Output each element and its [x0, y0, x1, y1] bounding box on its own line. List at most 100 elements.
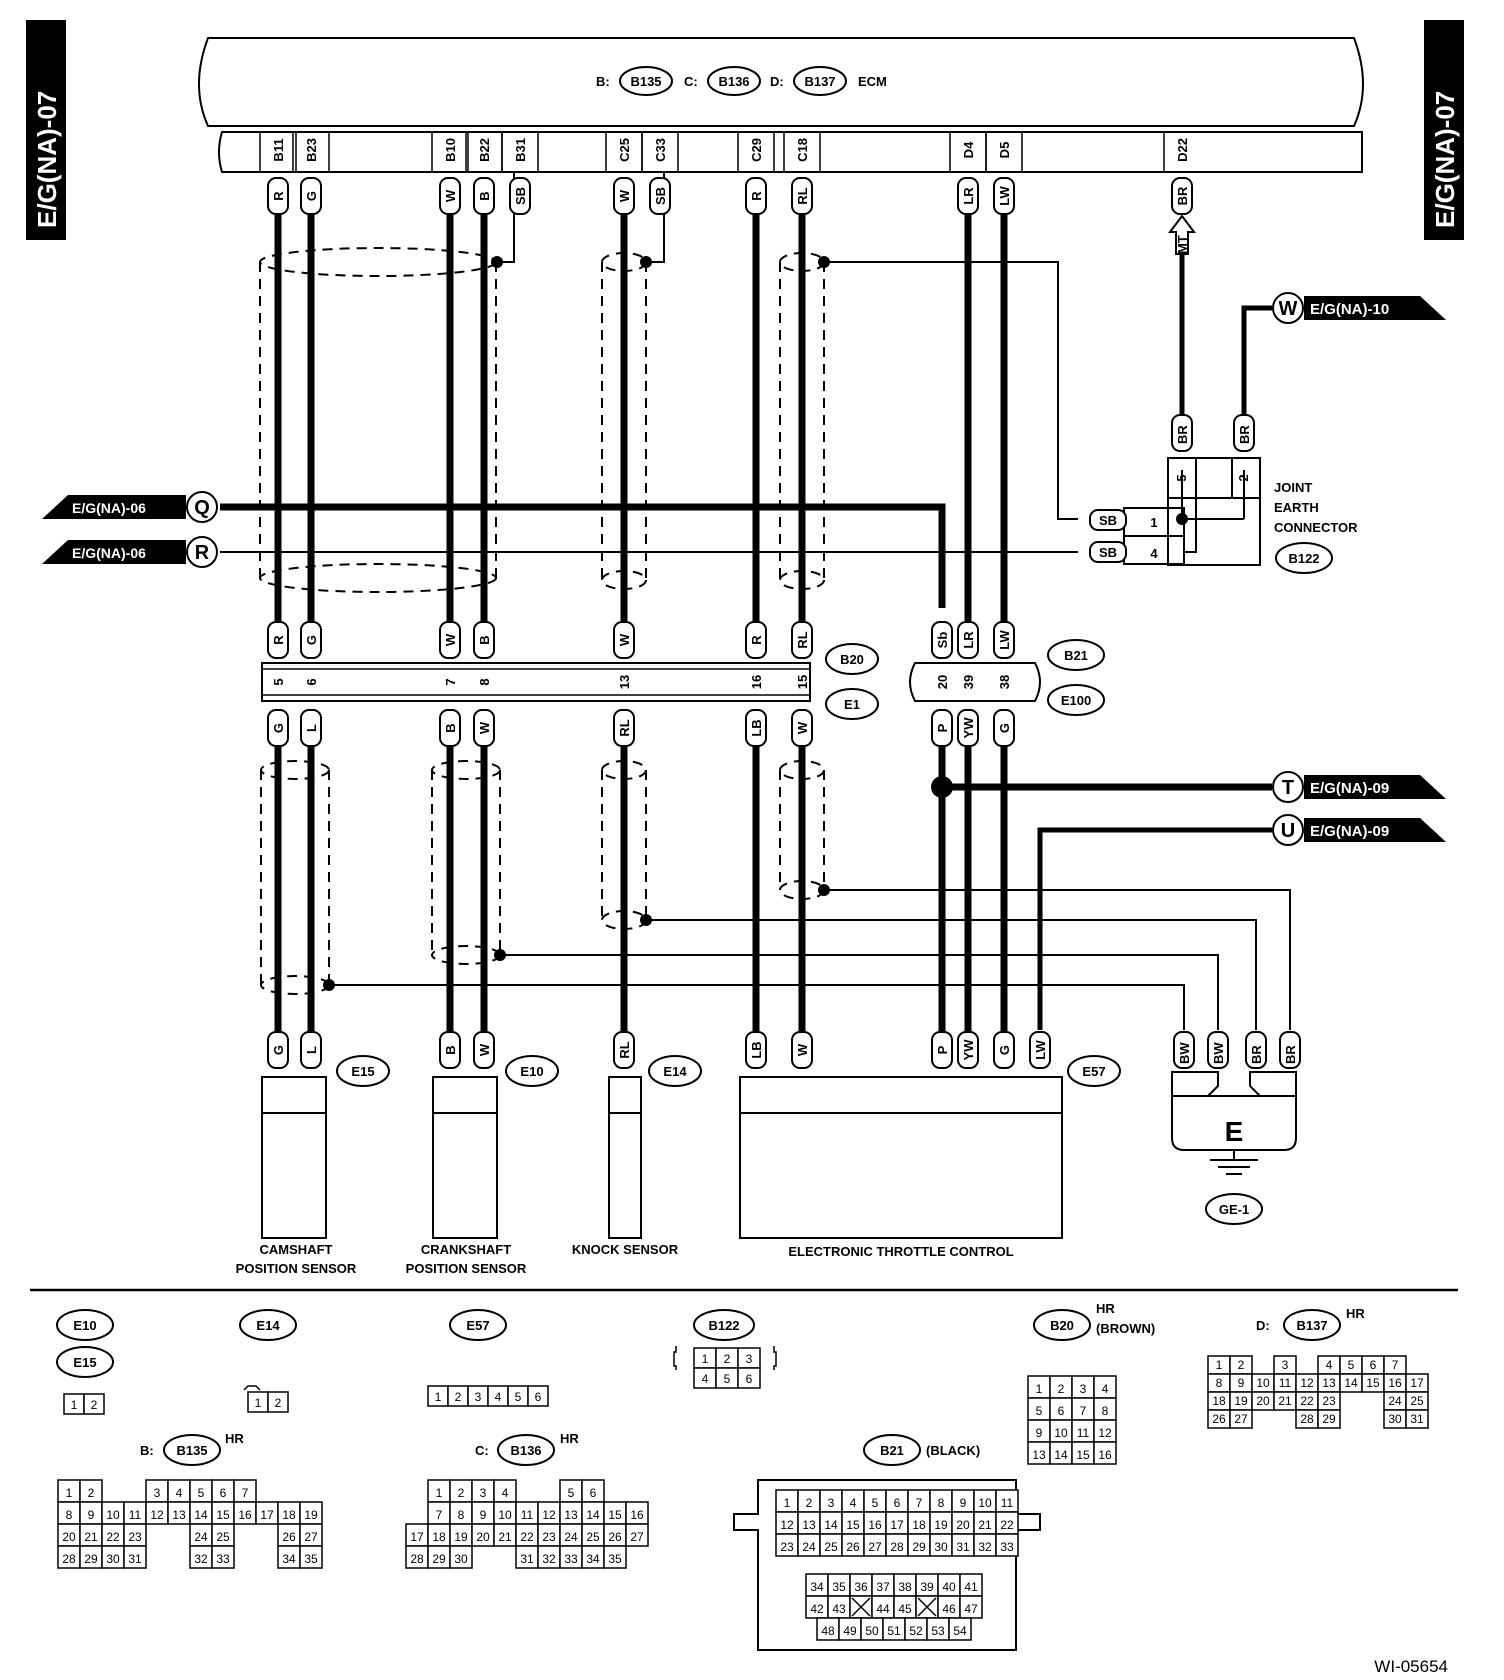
joint-pin-5: 5	[1174, 474, 1189, 481]
ecm-prefix-d: D:	[770, 74, 784, 89]
svg-text:B21: B21	[880, 1443, 904, 1458]
wire-color-d4-pill	[957, 177, 979, 215]
mt-label: MT	[1175, 235, 1190, 254]
legend-b137-grid-pin: 14	[1344, 1376, 1358, 1390]
svg-text:HR: HR	[560, 1431, 579, 1446]
wire-mid-color-b23: G	[304, 635, 319, 645]
wire-end-color-u: LW	[1033, 1040, 1048, 1060]
legend-b137-grid-pin: 6	[1370, 1358, 1377, 1372]
svg-text:E/G(NA)-06: E/G(NA)-06	[72, 545, 146, 561]
svg-text:B136: B136	[510, 1443, 541, 1458]
legend-b21-bottom-grid-pin: 38	[898, 1580, 912, 1594]
legend-b21-bottom-grid-pin: 45	[898, 1602, 912, 1616]
legend-b21-top-grid-pin: 1	[784, 1496, 791, 1510]
legend-b136-grid-pin: 15	[608, 1508, 622, 1522]
wire-lower-color-c25-pill	[613, 709, 635, 747]
legend-b21-bottom-grid-blank	[851, 1597, 871, 1617]
svg-text:R: R	[195, 542, 210, 564]
svg-text:D:: D:	[1256, 1318, 1270, 1333]
legend-b21-top-grid-cell	[995, 1533, 1019, 1557]
svg-text:GE-1: GE-1	[1219, 1202, 1249, 1217]
svg-text:BW: BW	[1177, 1042, 1192, 1064]
legend-b135-grid-pin: 28	[62, 1552, 76, 1566]
svg-text:B135: B135	[176, 1443, 207, 1458]
legend-b135-grid-pin: 24	[194, 1530, 208, 1544]
legend-b21-bottom-grid-cell	[948, 1617, 972, 1641]
legend-b21-top-grid-pin: 20	[956, 1518, 970, 1532]
wire-color-b22-pill	[473, 177, 495, 215]
svg-text:Q: Q	[194, 497, 210, 519]
legend-b137-grid-pin: 31	[1410, 1412, 1424, 1426]
legend-b136-grid-pin: 33	[564, 1552, 578, 1566]
legend-b21-top-grid-pin: 24	[802, 1540, 816, 1554]
legend-b21-top-grid-pin: 15	[846, 1518, 860, 1532]
legend-b135-grid-pin: 29	[84, 1552, 98, 1566]
ecm-pin-d5: D5	[997, 142, 1012, 159]
wire-lower-color-d4-pill	[957, 709, 979, 747]
wire-end-color-b23: L	[304, 1046, 319, 1054]
inline-pin-d4: 39	[961, 675, 976, 689]
legend-e14-grid-cell	[267, 1391, 289, 1413]
ref-u: U E/G(NA)-09	[1272, 814, 1446, 846]
legend-b137-grid-pin: 24	[1388, 1394, 1402, 1408]
wire-color-d5-pill	[993, 177, 1015, 215]
legend-b136-grid-cell	[449, 1545, 473, 1569]
svg-text:E15: E15	[351, 1064, 374, 1079]
wire-color-b10: W	[443, 189, 458, 202]
legend-b21-top-grid-pin: 22	[1000, 1518, 1014, 1532]
svg-text:E/G(NA)-09: E/G(NA)-09	[1310, 780, 1389, 797]
wire-mid-color-b10-pill	[439, 621, 461, 659]
legend-b21-top-grid-pin: 28	[890, 1540, 904, 1554]
legend-b136-grid-pin: 22	[520, 1530, 534, 1544]
legend-b21-bottom-grid-pin: 42	[810, 1602, 824, 1616]
legend-b136-grid-pin: 18	[432, 1530, 446, 1544]
wire-end-color-b11-pill	[267, 1031, 289, 1069]
wire-color-c33: SB	[653, 187, 668, 205]
legend-b20-grid-pin: 1	[1036, 1382, 1043, 1396]
svg-text:BW: BW	[1211, 1042, 1226, 1064]
inline-pin-b23: 6	[304, 678, 319, 685]
joint-earth-connector: 5 2 1 4 SB SB BR BR MT JOINT EARTH CONNE…	[1089, 215, 1358, 574]
svg-text:E10: E10	[520, 1064, 543, 1079]
svg-text:E/G(NA)-09: E/G(NA)-09	[1310, 823, 1389, 840]
legend-b20-grid-pin: 6	[1058, 1404, 1065, 1418]
conn-b21-label: B21	[1064, 648, 1088, 663]
legend-b136-grid-pin: 7	[436, 1508, 443, 1522]
svg-text:HR: HR	[1346, 1306, 1365, 1321]
inline-pin-b11: 5	[271, 678, 286, 685]
wire-end-color-c29: LB	[749, 1041, 764, 1058]
legend-b21-bottom-grid-pin: 47	[964, 1602, 978, 1616]
wire-labels: B11RR5GG1B23GG6LL2B10WW7BB1B22BB8WW2B31S…	[259, 132, 1193, 1099]
ref-r: E/G(NA)-06 R	[42, 536, 218, 568]
legend-e14-grid-pin: 1	[255, 1396, 262, 1410]
legend-b137-grid-pin: 26	[1212, 1412, 1226, 1426]
legend-b136-grid-pin: 9	[480, 1508, 487, 1522]
wire-end-color-b11: G	[271, 1045, 286, 1055]
legend-b136-grid-pin: 26	[608, 1530, 622, 1544]
wire-end-color-c18-pill	[791, 1031, 813, 1069]
legend-b21-top-grid-pin: 5	[872, 1496, 879, 1510]
wire-color-d5: LW	[997, 186, 1012, 206]
legend-b21-top-grid-pin: 3	[828, 1496, 835, 1510]
legend-e57-grid-pin: 1	[435, 1390, 442, 1404]
wire-lower-color-c18: W	[795, 721, 810, 734]
ecm-prefix-b: B:	[596, 74, 610, 89]
legend-b21-top-grid-pin: 2	[806, 1496, 813, 1510]
legend-b21-bottom-grid-pin: 54	[953, 1624, 967, 1638]
legend-b137-grid-pin: 15	[1366, 1376, 1380, 1390]
legend-b136-grid-pin: 4	[502, 1486, 509, 1500]
legend-b136-grid-pin: 32	[542, 1552, 556, 1566]
legend-e10-grid-pin: 1	[71, 1398, 78, 1412]
connector-b20-e1: B20 E1	[261, 643, 879, 720]
legend-b135-grid-cell	[299, 1545, 323, 1569]
svg-text:HR: HR	[225, 1431, 244, 1446]
ecm-pin-c25: C25	[617, 138, 632, 162]
svg-text:POSITION SENSOR: POSITION SENSOR	[406, 1261, 527, 1276]
legend-b21-top-grid-pin: 16	[868, 1518, 882, 1532]
legend-b135-grid-pin: 31	[128, 1552, 142, 1566]
ecm-conn-c-oval	[707, 66, 761, 96]
drain-wires	[329, 172, 1291, 1030]
wire-mid-color-d5: LW	[997, 630, 1012, 650]
